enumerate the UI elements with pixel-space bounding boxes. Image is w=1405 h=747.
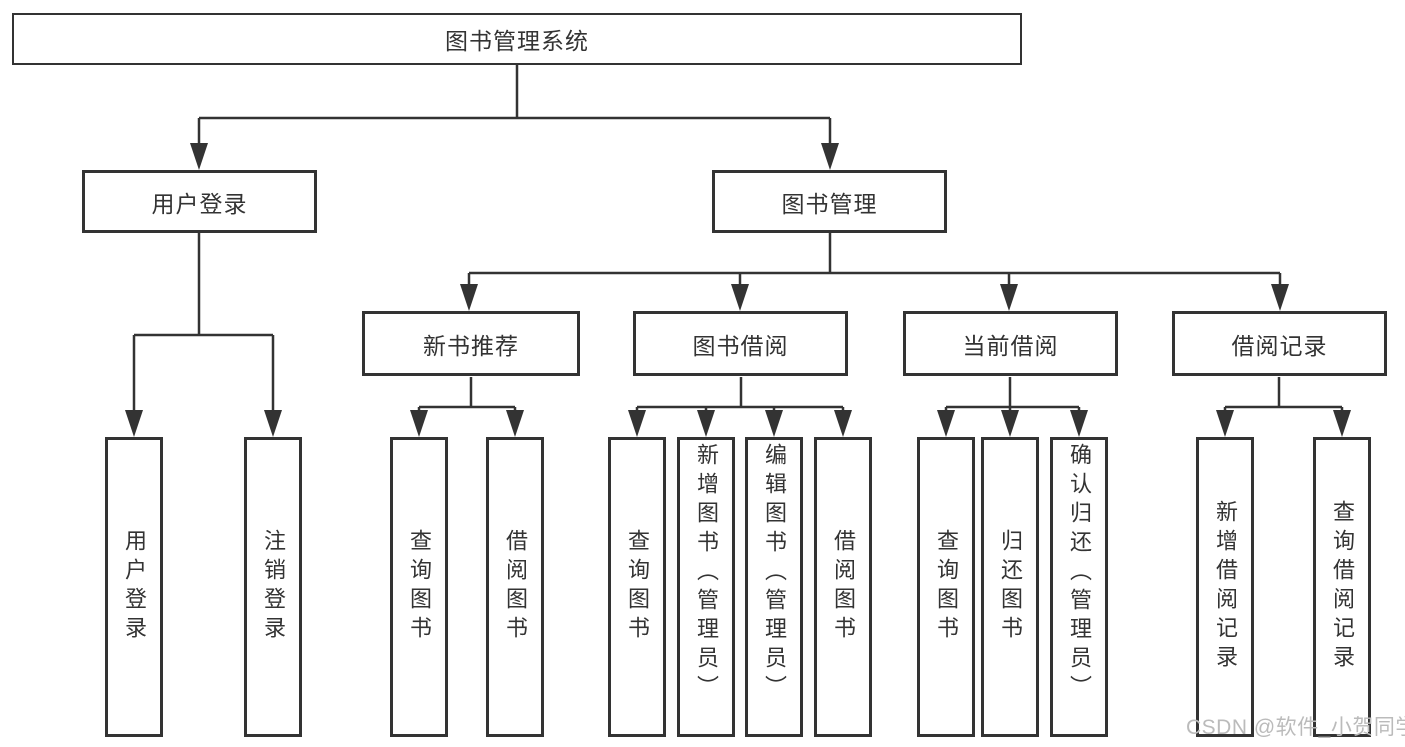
leaf-borrow-books-borrowing: 借阅图书: [814, 437, 872, 737]
leaf-logout: 注销登录: [244, 437, 302, 737]
leaf-query-borrow-record: 查询借阅记录: [1313, 437, 1371, 737]
leaf-user-login: 用户登录: [105, 437, 163, 737]
arrowhead-icons: [125, 143, 1351, 437]
leaf-add-books-admin: 新增图书（管理员）: [677, 437, 735, 737]
node-library-management-system: 图书管理系统: [12, 13, 1022, 65]
leaf-return-books: 归还图书: [981, 437, 1039, 737]
leaf-edit-books-admin: 编辑图书（管理员）: [745, 437, 803, 737]
leaf-add-borrow-record: 新增借阅记录: [1196, 437, 1254, 737]
node-book-management: 图书管理: [712, 170, 947, 233]
watermark: CSDN @软件_小贺同学: [1186, 716, 1405, 739]
node-book-borrowing: 图书借阅: [633, 311, 848, 376]
leaf-confirm-return-admin: 确认归还（管理员）: [1050, 437, 1108, 737]
node-borrowing-records: 借阅记录: [1172, 311, 1387, 376]
node-current-borrowing: 当前借阅: [903, 311, 1118, 376]
leaf-query-books-recommend: 查询图书: [390, 437, 448, 737]
node-new-book-recommend: 新书推荐: [362, 311, 580, 376]
leaf-borrow-books-recommend: 借阅图书: [486, 437, 544, 737]
node-user-login: 用户登录: [82, 170, 317, 233]
leaf-query-books-borrowing: 查询图书: [608, 437, 666, 737]
leaf-query-books-current: 查询图书: [917, 437, 975, 737]
